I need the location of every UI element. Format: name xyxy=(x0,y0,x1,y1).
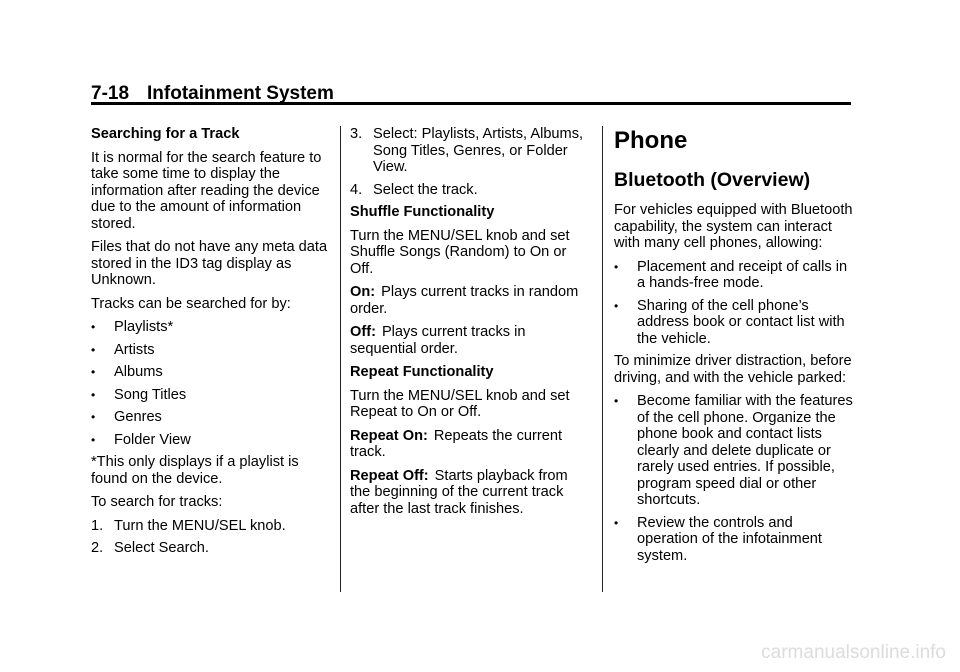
column-divider xyxy=(340,126,341,592)
list-item: •Playlists* xyxy=(91,319,174,335)
bullet-icon: • xyxy=(91,432,96,447)
step-item: 2.Select Search. xyxy=(91,540,209,556)
paragraph: To minimize driver distraction, before d… xyxy=(614,353,852,386)
subheading: Repeat Functionality xyxy=(350,364,494,380)
paragraph: Tracks can be searched for by: xyxy=(91,295,291,312)
bullet-icon: • xyxy=(91,320,96,334)
chapter-title: Infotainment System xyxy=(147,83,334,104)
page-header: 7-18 Infotainment System xyxy=(91,82,851,108)
paragraph: For vehicles equipped with Bluetooth cap… xyxy=(614,202,853,251)
bullet-icon: • xyxy=(91,342,96,357)
list-item: •Artists xyxy=(91,341,155,358)
bullet-icon: • xyxy=(614,259,619,274)
bullet-icon: • xyxy=(91,387,96,402)
bullet-icon: • xyxy=(91,410,96,424)
column-divider xyxy=(602,126,603,592)
bullet-icon: • xyxy=(614,515,619,530)
definition-repeat-on: Repeat On:Repeats the current track. xyxy=(350,427,563,461)
paragraph: Turn the MENU/SEL knob and set Repeat to… xyxy=(350,387,570,421)
definition-repeat-off: Repeat Off:Starts playback from the begi… xyxy=(350,467,568,517)
subheading: Searching for a Track xyxy=(91,126,240,142)
definition-on: On:Plays current tracks in random order. xyxy=(350,284,579,317)
bullet-icon: • xyxy=(614,394,619,408)
footnote: *This only displays if a playlist is fou… xyxy=(91,454,299,487)
column-right: Phone Bluetooth (Overview) For vehicles … xyxy=(614,126,854,570)
watermark: carmanualsonline.info xyxy=(761,642,946,663)
paragraph: Turn the MENU/SEL knob and set Shuffle S… xyxy=(350,227,570,277)
definition-off: Off:Plays current tracks in sequential o… xyxy=(350,324,526,357)
list-item: •Song Titles xyxy=(91,386,187,403)
header-rule xyxy=(91,102,851,105)
list-item: •Review the controls and operation of th… xyxy=(614,514,822,564)
paragraph: It is normal for the search feature to t… xyxy=(91,149,322,232)
list-item: •Folder View xyxy=(91,431,191,448)
list-item: •Become familiar with the features of th… xyxy=(614,393,853,508)
list-item: •Albums xyxy=(91,364,163,380)
bullet-icon: • xyxy=(91,365,96,379)
bullet-icon: • xyxy=(614,298,619,313)
subsection-title: Bluetooth (Overview) xyxy=(614,169,811,191)
list-item: •Placement and receipt of calls in a han… xyxy=(614,258,848,292)
step-item: 3.Select: Playlists, Artists, Albums, So… xyxy=(350,126,584,175)
step-item: 1.Turn the MENU/SEL knob. xyxy=(91,517,286,534)
paragraph: Files that do not have any meta data sto… xyxy=(91,239,328,288)
column-middle: 3.Select: Playlists, Artists, Albums, So… xyxy=(350,126,590,524)
section-title: Phone xyxy=(614,127,688,154)
list-item: •Genres xyxy=(91,409,162,425)
column-left: Searching for a Track It is normal for t… xyxy=(91,126,331,563)
step-item: 4.Select the track. xyxy=(350,181,478,198)
subheading: Shuffle Functionality xyxy=(350,204,495,220)
paragraph: To search for tracks: xyxy=(91,494,223,510)
list-item: •Sharing of the cell phone’s address boo… xyxy=(614,297,845,347)
page-number: 7-18 xyxy=(91,83,130,104)
